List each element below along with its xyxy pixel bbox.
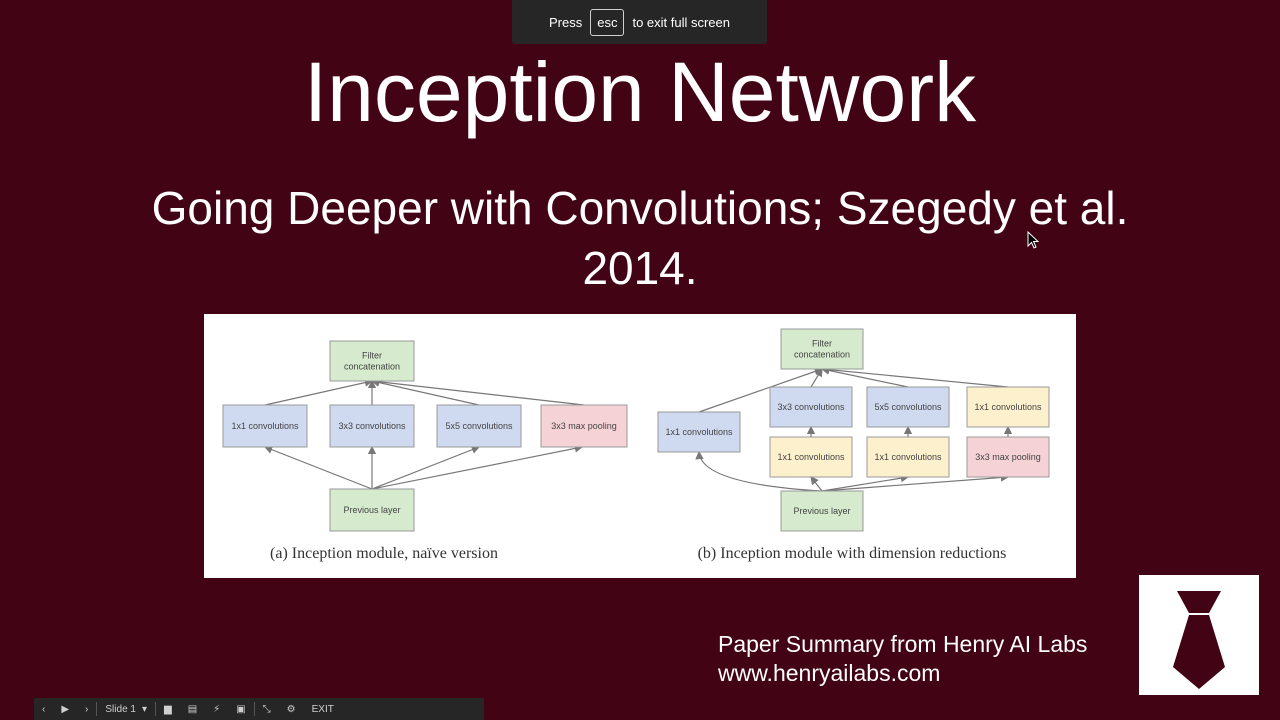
naive-filter-concat-box-label: concatenation — [344, 362, 400, 372]
naive-5x5-conv-box: 5x5 convolutions — [436, 404, 522, 448]
chevron-right-icon: › — [85, 703, 89, 715]
naive-1x1-conv-box: 1x1 convolutions — [222, 404, 308, 448]
slide-select-label: Slide 1 — [105, 703, 136, 715]
gear-icon: ⚙ — [286, 703, 296, 715]
henry-ai-labs-logo — [1139, 575, 1259, 695]
diagram-arrow — [263, 445, 373, 490]
next-slide-button[interactable]: › — [77, 698, 96, 720]
settings-button[interactable]: ⚙ — [279, 698, 304, 720]
attribution-line1: Paper Summary from Henry AI Labs — [718, 631, 1088, 657]
naive-previous-layer-box: Previous layer — [329, 488, 415, 532]
diagram-arrow — [371, 445, 481, 490]
diagram-arrow — [370, 378, 480, 406]
naive-maxpool-box-label: 3x3 max pooling — [551, 421, 617, 431]
reduced-1x1-reduction-5x5-box-label: 1x1 convolutions — [874, 452, 942, 462]
diagram-arrow — [820, 366, 909, 388]
reduced-filter-concat-box-label: Filter — [812, 339, 832, 349]
previous-slide-button[interactable]: ‹ — [34, 698, 53, 720]
slide-title: Inception Network — [303, 45, 977, 139]
fullscreen-hint-press: Press — [548, 14, 583, 30]
pointer-button[interactable]: ⚡ — [205, 698, 228, 720]
exit-button[interactable]: EXIT — [304, 698, 342, 720]
reduced-3x3-conv-box: 3x3 convolutions — [769, 386, 853, 428]
esc-key-badge: esc — [590, 8, 625, 36]
reduced-filter-concat-box-label: concatenation — [794, 350, 850, 360]
diagram-arrow — [370, 377, 585, 406]
attribution-url: www.henryailabs.com — [718, 660, 941, 686]
captions-button[interactable]: ▣ — [228, 698, 253, 720]
reduced-5x5-conv-box-label: 5x5 convolutions — [874, 402, 942, 412]
captions-icon: ▣ — [236, 703, 246, 715]
diagram-arrow — [371, 444, 584, 490]
play-icon: ▶ — [61, 703, 70, 715]
reduced-1x1-conv-left-box-label: 1x1 convolutions — [665, 427, 733, 437]
fullscreen-hint-banner: Press esc to exit full screen — [512, 0, 767, 44]
naive-previous-layer-box-label: Previous layer — [343, 505, 400, 515]
divider — [253, 702, 255, 716]
play-button[interactable]: ▶ — [53, 698, 77, 720]
naive-maxpool-box: 3x3 max pooling — [540, 404, 628, 448]
diagram-arrow — [820, 365, 1009, 388]
chevron-left-icon: ‹ — [42, 703, 46, 715]
reduced-maxpool-box-label: 3x3 max pooling — [975, 452, 1041, 462]
divider — [155, 702, 156, 716]
necktie-icon — [1173, 591, 1225, 689]
naive-3x3-conv-box: 3x3 convolutions — [329, 404, 415, 448]
reduced-maxpool-box: 3x3 max pooling — [966, 436, 1050, 478]
divider — [96, 702, 98, 716]
speaker-notes-button[interactable]: ▤ — [180, 698, 205, 720]
naive-5x5-conv-box-label: 5x5 convolutions — [445, 421, 513, 431]
exit-label: EXIT — [311, 703, 334, 715]
attribution: Paper Summary from Henry AI Labs www.hen… — [718, 630, 1087, 688]
reduced-3x3-conv-box-label: 3x3 convolutions — [777, 402, 845, 412]
presentation-control-bar: ‹ ▶ › Slide 1 ▾ ▆ ▤ ⚡ ▣ ⤡ ⚙ EXIT — [34, 698, 484, 720]
diagram-arrow — [810, 476, 823, 492]
mouse-cursor-icon — [1027, 231, 1040, 249]
reduced-1x1-reduction-5x5-box: 1x1 convolutions — [866, 436, 950, 478]
diagram-arrow — [695, 450, 823, 492]
slide-subtitle: Going Deeper with Convolutions; Szegedy … — [80, 178, 1200, 298]
chat-icon: ▆ — [164, 703, 172, 715]
slide-subtitle-line2: 2014. — [582, 242, 698, 294]
slide-subtitle-line1: Going Deeper with Convolutions; Szegedy … — [151, 182, 1129, 234]
reduced-1x1-reduction-3x3-box-label: 1x1 convolutions — [777, 452, 845, 462]
exit-fullscreen-button[interactable]: ⤡ — [255, 698, 279, 720]
fullscreen-hint-suffix: to exit full screen — [632, 14, 730, 30]
diagram-arrow — [821, 474, 910, 492]
diagram-arrow — [264, 378, 374, 406]
naive-1x1-conv-box-label: 1x1 convolutions — [231, 421, 299, 431]
reduced-1x1-conv-top-box: 1x1 convolutions — [966, 386, 1050, 428]
slide-select[interactable]: Slide 1 ▾ — [97, 698, 155, 720]
caption-naive: (a) Inception module, naïve version — [270, 545, 498, 562]
reduced-1x1-reduction-3x3-box: 1x1 convolutions — [769, 436, 853, 478]
diagram-arrow — [698, 367, 824, 413]
reduced-1x1-conv-left-box: 1x1 convolutions — [657, 411, 741, 453]
fullscreen-exit-icon: ⤡ — [262, 703, 271, 715]
reduced-1x1-conv-top-box-label: 1x1 convolutions — [974, 402, 1042, 412]
chevron-down-icon: ▾ — [141, 703, 147, 715]
naive-filter-concat-box-label: Filter — [362, 351, 382, 361]
laser-pointer-icon: ⚡ — [213, 703, 221, 715]
reduced-previous-layer-box-label: Previous layer — [793, 506, 850, 516]
diagram-arrow — [810, 367, 823, 388]
reduced-5x5-conv-box: 5x5 convolutions — [866, 386, 950, 428]
diagram-arrow — [821, 473, 1010, 492]
reduced-previous-layer-box: Previous layer — [780, 490, 864, 532]
notes-icon: ▤ — [187, 703, 198, 715]
naive-3x3-conv-box-label: 3x3 convolutions — [338, 421, 406, 431]
caption-reduced: (b) Inception module with dimension redu… — [698, 545, 1007, 562]
qa-button[interactable]: ▆ — [156, 698, 180, 720]
